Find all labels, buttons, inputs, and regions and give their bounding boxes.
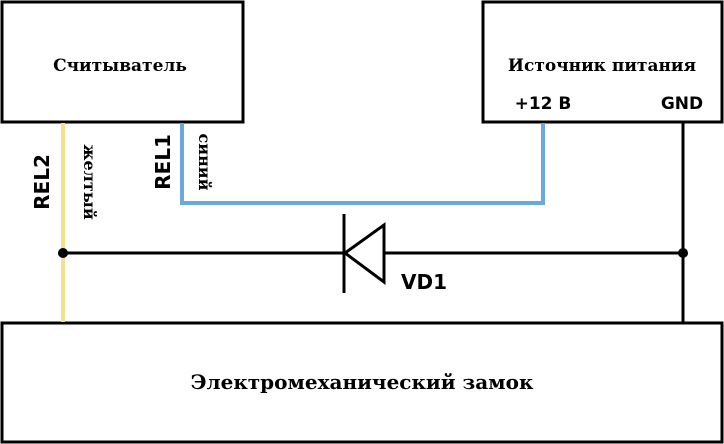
diode-triangle [342, 222, 386, 285]
plus12-terminal-label: +12 В [515, 94, 572, 114]
power-supply-label: Источник питания [508, 56, 696, 76]
lock-block [0, 321, 724, 444]
rel2-color-label: желтый [80, 144, 99, 220]
rel1-blue-wire [180, 123, 545, 205]
rel1-label: REL1 [151, 134, 175, 190]
rel1-color-label: синий [195, 133, 214, 190]
power-supply-block [481, 0, 724, 124]
rel2-label: REL2 [30, 154, 54, 210]
junction-dot-left [58, 248, 68, 258]
gnd-terminal-label: GND [661, 94, 703, 114]
diode-symbol [342, 214, 386, 293]
reader-block [0, 0, 245, 124]
junction-dot-right [678, 248, 688, 258]
diode-label: VD1 [401, 270, 447, 294]
lock-label: Электромеханический замок [191, 370, 534, 394]
reader-label: Считыватель [53, 56, 187, 76]
